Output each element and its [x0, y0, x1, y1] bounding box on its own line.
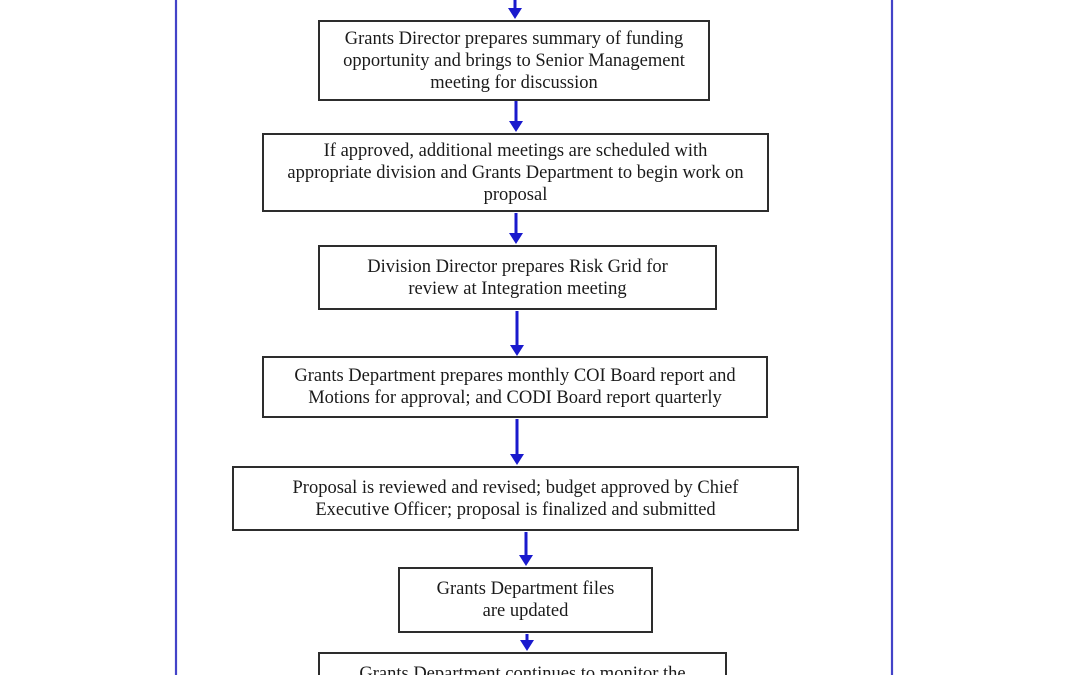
- flow-step-text: Division Director prepares Risk Grid for…: [367, 256, 668, 299]
- down-arrow-icon: [509, 213, 523, 244]
- flow-step-proposal-review: Proposal is reviewed and revised; budget…: [232, 466, 799, 531]
- down-arrow-icon: [510, 419, 524, 465]
- down-arrow-icon: [509, 101, 523, 132]
- flow-step-text: Grants Department files are updated: [436, 579, 615, 621]
- page-border-right-line: [891, 0, 893, 675]
- flow-step-risk-grid: Division Director prepares Risk Grid for…: [318, 245, 717, 310]
- down-arrow-icon: [520, 634, 534, 651]
- flow-step-files-updated: Grants Department files are updated: [398, 567, 653, 633]
- flow-step-text: If approved, additional meetings are sch…: [287, 140, 744, 205]
- flow-step-text: Grants Department prepares monthly COI B…: [294, 366, 736, 408]
- flow-step-coi-board-report: Grants Department prepares monthly COI B…: [262, 356, 768, 418]
- flow-step-text: Proposal is reviewed and revised; budget…: [292, 477, 739, 520]
- down-arrow-icon: [519, 532, 533, 566]
- flow-step-monitoring: Grants Department continues to monitor t…: [318, 652, 727, 675]
- flow-step-approval-meetings: If approved, additional meetings are sch…: [262, 133, 769, 212]
- down-arrow-icon: [510, 311, 524, 356]
- flow-step-text: Grants Director prepares summary of fund…: [343, 28, 685, 93]
- flow-step-funding-summary: Grants Director prepares summary of fund…: [318, 20, 710, 101]
- flow-step-text: Grants Department continues to monitor t…: [359, 664, 686, 675]
- page-border-left-line: [175, 0, 177, 675]
- down-arrow-icon: [508, 0, 522, 19]
